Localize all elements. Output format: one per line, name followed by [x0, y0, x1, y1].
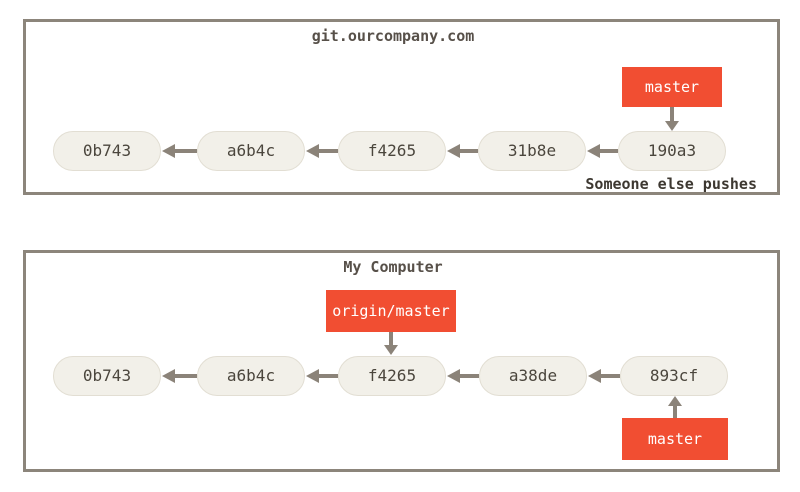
arrow-left-icon — [306, 144, 319, 158]
commit-node: 31b8e — [478, 131, 586, 171]
commit-node: a38de — [479, 356, 587, 396]
arrow-down-icon — [384, 345, 398, 355]
remote-repo-title: git.ourcompany.com — [311, 27, 475, 45]
arrow-line — [460, 374, 479, 378]
arrow-left-icon — [447, 144, 460, 158]
arrow-line — [389, 332, 393, 345]
arrow-line — [319, 374, 338, 378]
remote-master-branch-label: master — [622, 67, 722, 107]
arrow-line — [670, 107, 674, 121]
commit-node: f4265 — [338, 131, 446, 171]
arrow-up-icon — [668, 396, 682, 406]
arrow-line — [600, 149, 618, 153]
local-master-branch-label: master — [622, 418, 728, 460]
origin-master-branch-label: origin/master — [326, 290, 456, 332]
commit-node: a6b4c — [197, 131, 305, 171]
remote-repo-box — [23, 19, 780, 195]
arrow-left-icon — [447, 369, 460, 383]
someone-else-pushes-caption: Someone else pushes — [585, 175, 757, 193]
arrow-left-icon — [587, 144, 600, 158]
local-repo-box — [23, 250, 780, 472]
commit-node: 893cf — [620, 356, 728, 396]
commit-node: 190a3 — [618, 131, 726, 171]
arrow-line — [460, 149, 478, 153]
arrow-left-icon — [162, 369, 175, 383]
commit-node: f4265 — [338, 356, 446, 396]
arrow-left-icon — [162, 144, 175, 158]
arrow-left-icon — [588, 369, 601, 383]
commit-node: 0b743 — [53, 356, 161, 396]
arrow-left-icon — [306, 369, 319, 383]
arrow-down-icon — [665, 121, 679, 131]
commit-node: a6b4c — [197, 356, 305, 396]
arrow-line — [175, 149, 197, 153]
arrow-line — [601, 374, 620, 378]
arrow-line — [319, 149, 338, 153]
arrow-line — [673, 406, 677, 418]
local-repo-title: My Computer — [343, 258, 443, 276]
commit-node: 0b743 — [53, 131, 161, 171]
arrow-line — [175, 374, 197, 378]
